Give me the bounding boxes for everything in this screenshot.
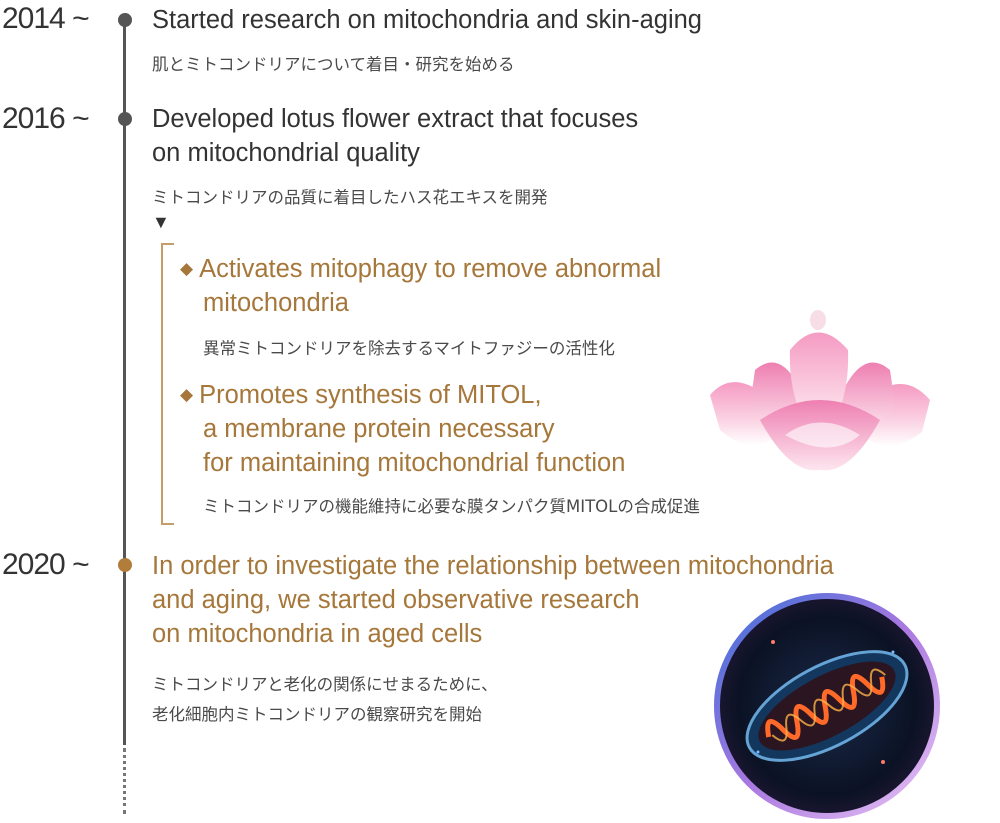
point-mitophagy-line1: Activates mitophagy to remove abnormal — [199, 255, 662, 283]
point-mitol-line1: Promotes synthesis of MITOL, — [199, 381, 542, 409]
entry-2016-title: Developed lotus flower extract that focu… — [152, 102, 638, 170]
points-bracket — [161, 243, 174, 525]
entry-2020-jp-line1: ミトコンドリアと老化の関係にせまるために、 — [152, 675, 498, 694]
point-mitophagy: ◆Activates mitophagy to remove abnormal … — [180, 252, 661, 320]
timeline-line — [123, 18, 126, 745]
timeline-dot-2014 — [118, 13, 132, 27]
entry-2020-title-line3: on mitochondria in aged cells — [152, 620, 483, 648]
mitochondrion-image — [714, 593, 940, 819]
year-2014: 2014 ~ — [2, 2, 90, 35]
point-mitophagy-line2: mitochondria — [203, 289, 349, 317]
entry-2014-title: Started research on mitochondria and ski… — [152, 6, 702, 34]
entry-2020-title: In order to investigate the relationship… — [152, 549, 834, 651]
timeline-dot-2020 — [118, 558, 132, 572]
entry-2016-title-line2: on mitochondrial quality — [152, 139, 420, 167]
down-arrow-icon: ▼ — [152, 212, 170, 232]
entry-2016-title-line1: Developed lotus flower extract that focu… — [152, 105, 639, 133]
diamond-icon: ◆ — [180, 385, 194, 404]
lotus-flower-image — [710, 310, 930, 471]
entry-2016-jp: ミトコンドリアの品質に着目したハス花エキスを開発 — [152, 188, 548, 207]
entry-2020-title-line2: and aging, we started observative resear… — [152, 586, 640, 614]
diamond-icon: ◆ — [180, 259, 194, 278]
point-mitol-jp: ミトコンドリアの機能維持に必要な膜タンパク質MITOLの合成促進 — [203, 497, 700, 516]
entry-2020-jp: ミトコンドリアと老化の関係にせまるために、 老化細胞内ミトコンドリアの観察研究を… — [152, 670, 498, 730]
entry-2014-jp: 肌とミトコンドリアについて着目・研究を始める — [152, 55, 515, 74]
year-2016: 2016 ~ — [2, 102, 90, 135]
point-mitophagy-jp: 異常ミトコンドリアを除去するマイトファジーの活性化 — [203, 339, 615, 358]
entry-2020-jp-line2: 老化細胞内ミトコンドリアの観察研究を開始 — [152, 705, 482, 724]
year-2020: 2020 ~ — [2, 548, 90, 581]
point-mitol: ◆ Promotes synthesis of MITOL, a membrane… — [180, 378, 625, 480]
point-mitol-line3: for maintaining mitochondrial function — [203, 449, 626, 477]
entry-2020-title-line1: In order to investigate the relationship… — [152, 552, 834, 580]
timeline-line-dotted — [123, 748, 126, 814]
timeline-dot-2016 — [118, 112, 132, 126]
point-mitol-line2: a membrane protein necessary — [203, 415, 555, 443]
